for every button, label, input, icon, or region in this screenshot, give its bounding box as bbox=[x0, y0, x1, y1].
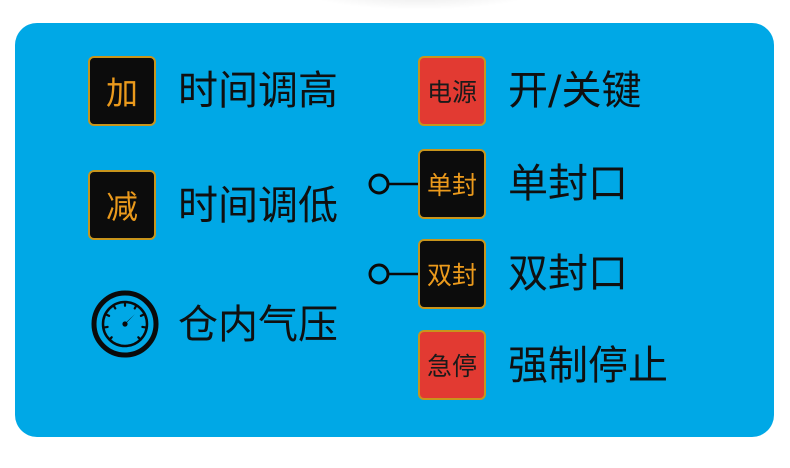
increase-time-button[interactable]: 加 bbox=[88, 56, 156, 126]
pressure-gauge-icon bbox=[91, 290, 159, 358]
decrease-time-button[interactable]: 减 bbox=[88, 170, 156, 240]
single-seal-label: 单封口 bbox=[508, 161, 628, 207]
decrease-time-label: 时间调低 bbox=[178, 183, 338, 229]
power-label: 开/关键 bbox=[508, 68, 642, 114]
emergency-stop-button[interactable]: 急停 bbox=[418, 330, 486, 400]
top-shadow bbox=[300, 0, 540, 10]
emergency-stop-label: 强制停止 bbox=[508, 343, 668, 389]
chamber-pressure-label: 仓内气压 bbox=[178, 302, 338, 348]
double-seal-button[interactable]: 双封 bbox=[418, 239, 486, 309]
power-button[interactable]: 电源 bbox=[418, 56, 486, 126]
double-seal-indicator-icon bbox=[368, 263, 418, 285]
increase-time-label: 时间调高 bbox=[178, 68, 338, 114]
double-seal-label: 双封口 bbox=[508, 251, 628, 297]
single-seal-button[interactable]: 单封 bbox=[418, 149, 486, 219]
single-seal-indicator-icon bbox=[368, 173, 418, 195]
